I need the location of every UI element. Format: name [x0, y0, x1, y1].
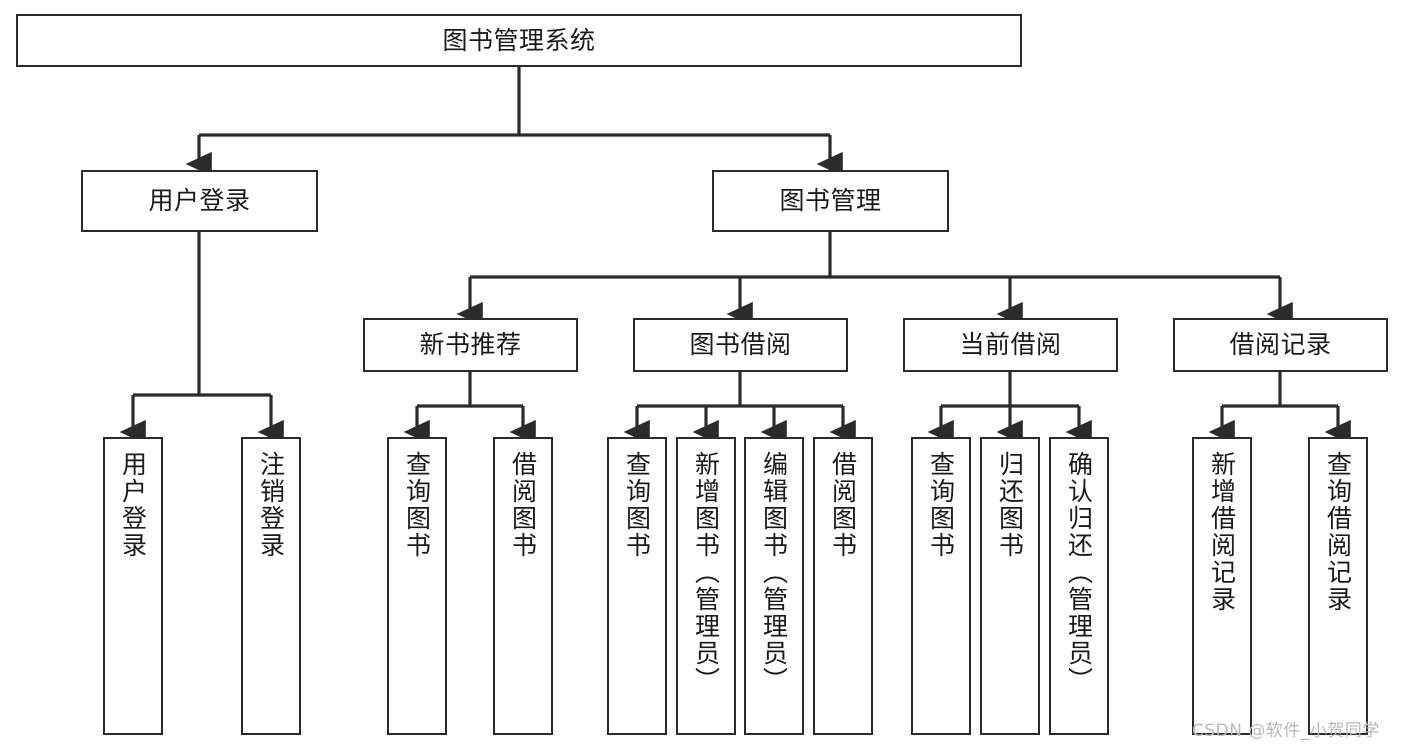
- node-book-management[interactable]: 图书管理: [712, 170, 949, 232]
- node-book-borrow[interactable]: 图书借阅: [633, 318, 848, 372]
- node-label: 查询图书: [926, 451, 956, 559]
- leaf-borrow-edit-book[interactable]: 编辑图书（管理员）: [744, 437, 804, 735]
- node-label: 新书推荐: [419, 330, 522, 360]
- node-label: 新增借阅记录: [1207, 451, 1237, 613]
- node-label: 借阅记录: [1229, 330, 1332, 360]
- leaf-current-query-book[interactable]: 查询图书: [911, 437, 971, 735]
- node-label: 用户登录: [148, 186, 251, 216]
- leaf-new-book-query[interactable]: 查询图书: [387, 437, 447, 735]
- leaf-user-login-login[interactable]: 用户登录: [103, 437, 163, 735]
- node-label: 归还图书: [995, 451, 1025, 559]
- node-label: 编辑图书（管理员）: [759, 451, 789, 694]
- node-root-system[interactable]: 图书管理系统: [16, 14, 1022, 67]
- leaf-borrow-add-book[interactable]: 新增图书（管理员）: [676, 437, 736, 735]
- node-new-book-recommend[interactable]: 新书推荐: [363, 318, 578, 372]
- node-label: 用户登录: [118, 451, 148, 559]
- node-label: 查询图书: [622, 451, 652, 559]
- node-label: 当前借阅: [959, 330, 1062, 360]
- leaf-new-book-borrow[interactable]: 借阅图书: [493, 437, 553, 735]
- node-current-borrow[interactable]: 当前借阅: [903, 318, 1118, 372]
- node-label: 新增图书（管理员）: [691, 451, 721, 694]
- node-user-login[interactable]: 用户登录: [81, 170, 318, 232]
- node-label: 借阅图书: [508, 451, 538, 559]
- node-label: 图书管理系统: [442, 25, 596, 55]
- leaf-record-query[interactable]: 查询借阅记录: [1308, 437, 1368, 735]
- node-label: 注销登录: [256, 451, 286, 559]
- leaf-borrow-query-book[interactable]: 查询图书: [607, 437, 667, 735]
- leaf-user-login-logout[interactable]: 注销登录: [241, 437, 301, 735]
- leaf-borrow-borrow-book[interactable]: 借阅图书: [813, 437, 873, 735]
- watermark-text: CSDN @软件_小贺同学: [1192, 721, 1380, 741]
- node-label: 确认归还（管理员）: [1064, 451, 1094, 694]
- node-label: 查询图书: [402, 451, 432, 559]
- leaf-current-confirm-return[interactable]: 确认归还（管理员）: [1049, 437, 1109, 735]
- node-label: 图书借阅: [689, 330, 792, 360]
- node-label: 图书管理: [779, 186, 882, 216]
- leaf-current-return-book[interactable]: 归还图书: [980, 437, 1040, 735]
- leaf-record-add[interactable]: 新增借阅记录: [1192, 437, 1252, 735]
- node-label: 查询借阅记录: [1323, 451, 1353, 613]
- node-label: 借阅图书: [828, 451, 858, 559]
- node-borrow-record[interactable]: 借阅记录: [1173, 318, 1388, 372]
